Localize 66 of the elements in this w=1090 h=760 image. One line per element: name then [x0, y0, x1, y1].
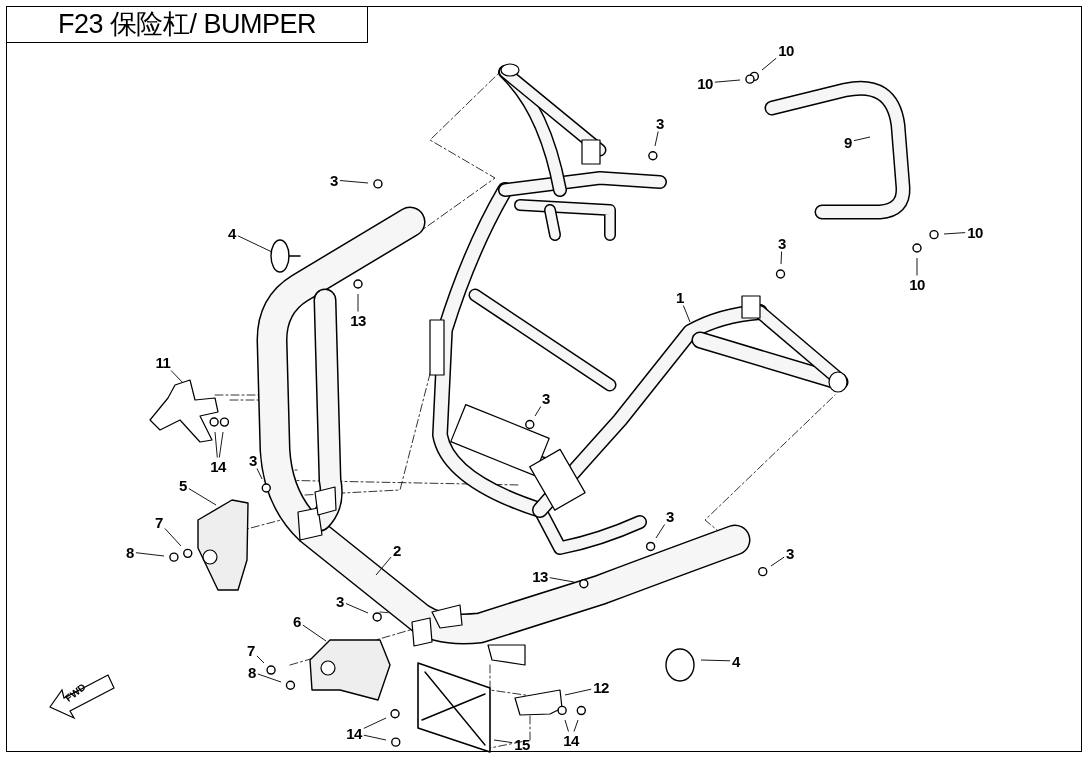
leader-line: [256, 468, 263, 480]
callout-number: 12: [592, 679, 610, 695]
callout-number: 3: [248, 452, 258, 468]
callout-number: 14: [562, 732, 580, 748]
leader-line: [218, 431, 224, 458]
callout-number: 3: [655, 115, 665, 131]
callout-number: 8: [247, 664, 257, 680]
leader-line: [164, 528, 182, 547]
leader-line: [655, 524, 666, 539]
leader-line: [700, 659, 731, 662]
callout-number: 14: [209, 458, 227, 474]
callout-number: 5: [178, 477, 188, 493]
leader-line: [853, 136, 871, 142]
leader-line: [257, 673, 282, 683]
leader-line: [357, 293, 359, 312]
callout-number: 15: [513, 736, 531, 752]
callout-number: 3: [785, 545, 795, 561]
leader-line: [256, 655, 265, 664]
leader-line: [714, 79, 741, 83]
leader-line: [170, 370, 184, 384]
callout-number: 3: [665, 508, 675, 524]
leader-line: [780, 251, 783, 265]
leader-line: [363, 717, 387, 729]
callout-number: 1: [675, 289, 685, 305]
callout-number: 7: [154, 514, 164, 530]
callout-number: 2: [392, 542, 402, 558]
callout-number: 4: [227, 225, 237, 241]
leader-line: [237, 235, 273, 253]
leader-line: [214, 431, 218, 458]
leader-line: [770, 556, 785, 567]
leader-line: [549, 577, 575, 583]
leader-line: [345, 603, 369, 614]
callout-number: 6: [292, 613, 302, 629]
callout-number: 14: [345, 725, 363, 741]
callout-number: 3: [541, 390, 551, 406]
leader-line: [564, 719, 569, 732]
callout-number: 8: [125, 544, 135, 560]
leader-line: [943, 232, 966, 235]
callout-number: 3: [329, 172, 339, 188]
leader-line: [339, 180, 369, 184]
leader-line: [564, 688, 592, 696]
callout-number: 10: [777, 42, 795, 58]
callout-number: 3: [335, 593, 345, 609]
title: F23 保险杠/ BUMPER: [6, 6, 368, 43]
callout-number: 3: [777, 235, 787, 251]
leader-line: [534, 406, 542, 417]
callout-number: 11: [154, 354, 172, 370]
leader-line: [302, 624, 327, 642]
callout-number: 9: [843, 134, 853, 150]
leader-line: [654, 131, 659, 147]
leader-line: [375, 556, 392, 576]
callout-number: 13: [349, 312, 367, 328]
leader-line: [493, 739, 513, 744]
callout-number: 7: [246, 642, 256, 658]
leader-line: [573, 719, 579, 732]
leader-line: [363, 734, 387, 741]
callout-number: 10: [908, 276, 926, 292]
leader-line: [188, 488, 217, 506]
callout-number: 13: [531, 568, 549, 584]
leader-line: [916, 257, 918, 276]
leader-line: [682, 305, 691, 323]
leader-line: [135, 552, 165, 557]
callout-number: 4: [731, 653, 741, 669]
callout-number: 10: [966, 224, 984, 240]
leader-line: [761, 57, 777, 71]
callout-number: 10: [696, 75, 714, 91]
